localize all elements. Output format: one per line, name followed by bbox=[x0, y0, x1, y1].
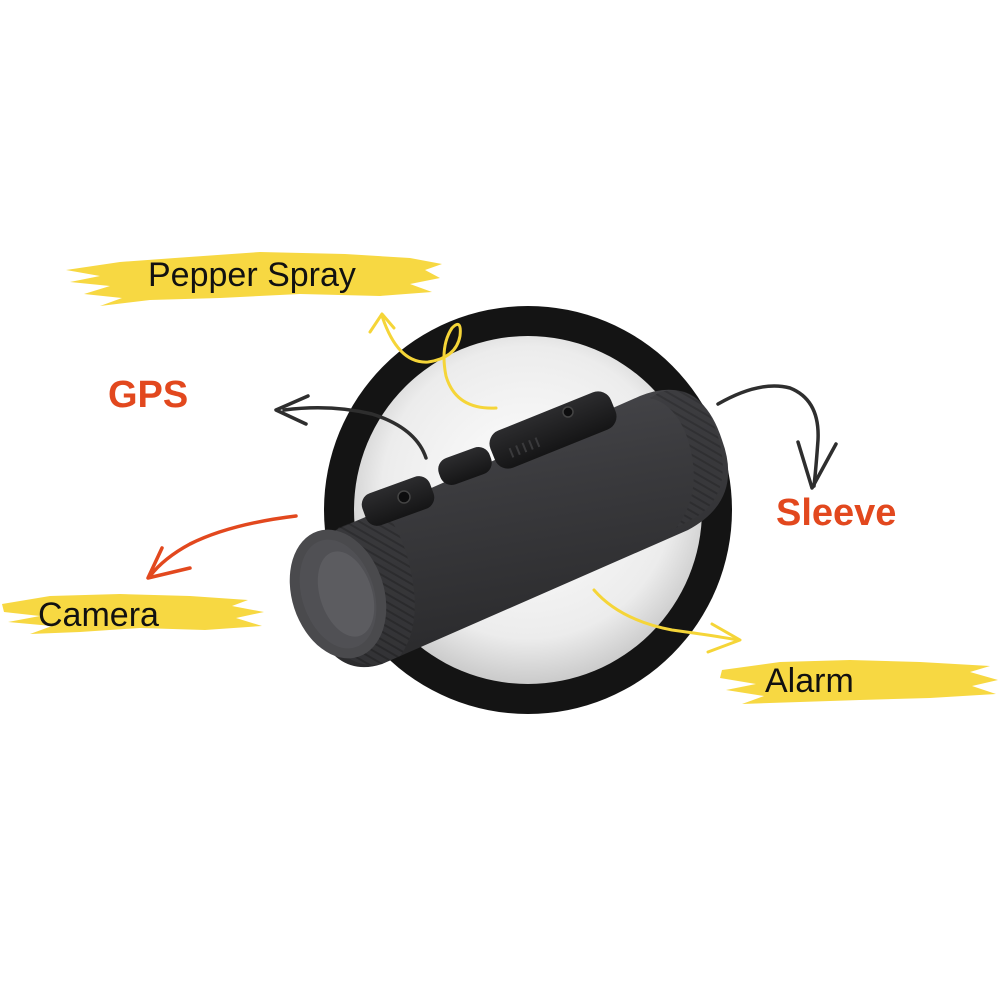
gps-arrowhead bbox=[274, 394, 310, 426]
device-opening-depth bbox=[317, 551, 375, 637]
sleeve-arrow bbox=[716, 384, 820, 488]
pepper-spray-arrow bbox=[380, 314, 498, 410]
alarm-label: Alarm bbox=[765, 662, 854, 700]
safety-device bbox=[289, 389, 729, 668]
alarm-arrowhead bbox=[706, 622, 742, 654]
gps-arrow bbox=[282, 406, 428, 460]
device-texture bbox=[650, 390, 723, 528]
large-button bbox=[489, 391, 617, 469]
pepper-spray-highlight bbox=[66, 252, 442, 306]
middle-button bbox=[438, 446, 492, 486]
camera-arrowhead bbox=[146, 546, 192, 580]
small-button bbox=[361, 476, 435, 526]
arrows bbox=[146, 312, 838, 654]
gps-label: GPS bbox=[108, 374, 189, 416]
pepper-spray-arrowhead bbox=[368, 312, 396, 334]
alarm-highlight bbox=[720, 660, 998, 704]
highlight-strokes bbox=[2, 252, 998, 704]
device-tube bbox=[310, 389, 729, 668]
camera-arrow bbox=[148, 514, 298, 578]
pepper-spray-label: Pepper Spray bbox=[148, 256, 356, 294]
sleeve-arrowhead bbox=[796, 440, 838, 490]
camera-label: Camera bbox=[38, 596, 159, 634]
sleeve-label: Sleeve bbox=[776, 492, 897, 534]
camera-highlight bbox=[2, 594, 264, 634]
alarm-arrow bbox=[592, 588, 740, 642]
